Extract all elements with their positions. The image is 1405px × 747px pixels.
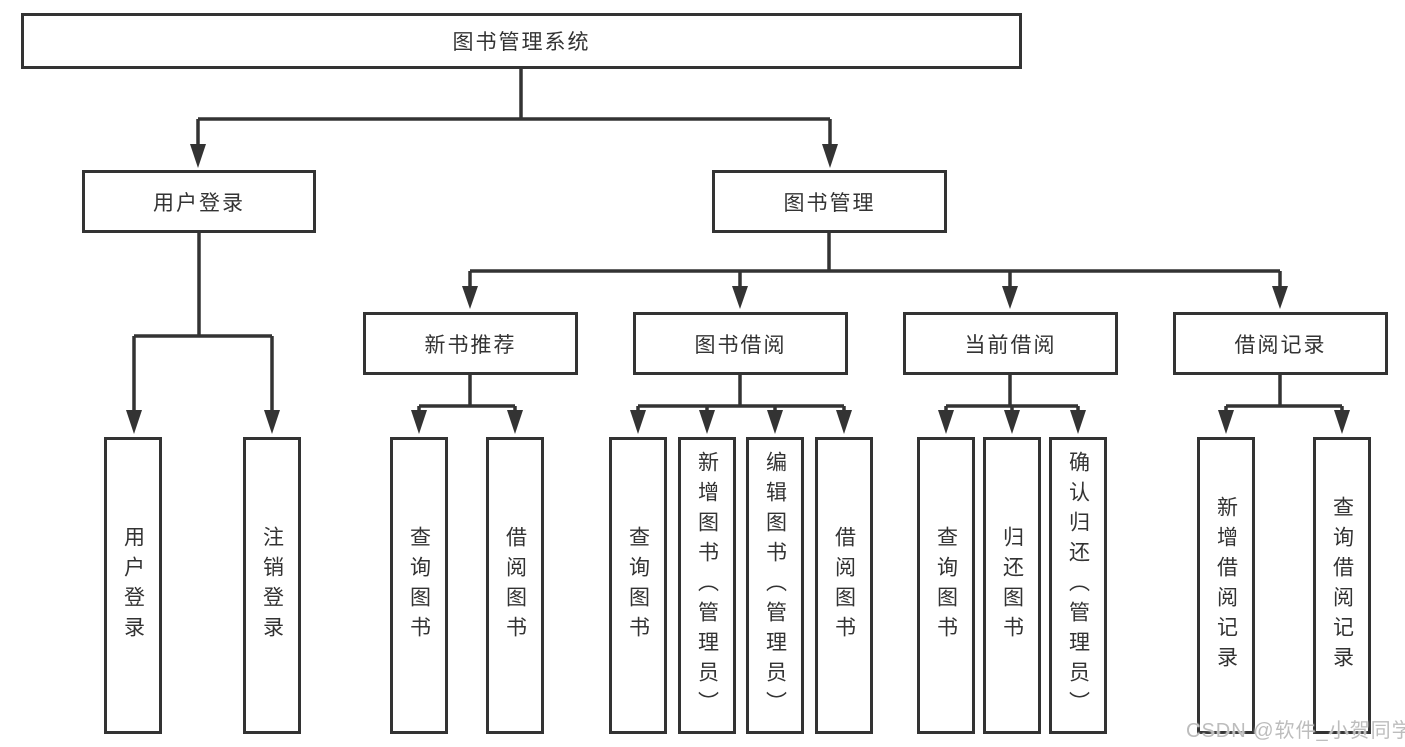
- leaf-label: 新增图书（管理员）: [695, 450, 719, 721]
- arrowhead: [1218, 410, 1350, 434]
- leaf-label: 借阅图书: [832, 525, 856, 646]
- node-root-library-system: 图书管理系统: [21, 13, 1022, 69]
- arrowhead: [630, 410, 852, 434]
- connector-current-borrow-to-leaves: [938, 373, 1086, 434]
- leaf-query-books-current: 查询图书: [917, 437, 975, 734]
- node-borrow-records: 借阅记录: [1173, 312, 1388, 375]
- connector-book-borrow-to-leaves: [630, 373, 852, 434]
- node-current-borrow: 当前借阅: [903, 312, 1118, 375]
- leaf-user-login: 用户登录: [104, 437, 162, 734]
- leaf-borrow-books: 借阅图书: [815, 437, 873, 734]
- connector-new-book-to-leaves: [411, 373, 523, 434]
- csdn-watermark: CSDN @软件_小贺同学: [1186, 720, 1405, 742]
- connector-book-mgmt-to-level3: [462, 231, 1288, 309]
- leaf-label: 查询图书: [407, 525, 431, 646]
- leaf-add-book-admin: 新增图书（管理员）: [678, 437, 736, 734]
- leaf-label: 查询借阅记录: [1330, 495, 1354, 676]
- node-new-book-recommend: 新书推荐: [363, 312, 578, 375]
- leaf-label: 确认归还（管理员）: [1066, 450, 1090, 721]
- node-book-borrow: 图书借阅: [633, 312, 848, 375]
- leaf-borrow-books-recommend: 借阅图书: [486, 437, 544, 734]
- leaf-label: 新增借阅记录: [1214, 495, 1238, 676]
- leaf-label: 借阅图书: [503, 525, 527, 646]
- leaf-query-borrow-record: 查询借阅记录: [1313, 437, 1371, 734]
- connector-user-login-to-leaves: [126, 231, 280, 434]
- leaf-query-books-borrow: 查询图书: [609, 437, 667, 734]
- leaf-label: 编辑图书（管理员）: [763, 450, 787, 721]
- leaf-label: 归还图书: [1000, 525, 1024, 646]
- leaf-label: 查询图书: [626, 525, 650, 646]
- leaf-confirm-return-admin: 确认归还（管理员）: [1049, 437, 1107, 734]
- arrowhead: [411, 410, 523, 434]
- node-book-management: 图书管理: [712, 170, 947, 233]
- connector-root-to-level2: [190, 67, 838, 168]
- node-user-login: 用户登录: [82, 170, 316, 233]
- leaf-add-borrow-record: 新增借阅记录: [1197, 437, 1255, 734]
- leaf-logout: 注销登录: [243, 437, 301, 734]
- arrowhead: [462, 286, 1288, 309]
- leaf-query-books-recommend: 查询图书: [390, 437, 448, 734]
- leaf-edit-book-admin: 编辑图书（管理员）: [746, 437, 804, 734]
- connector-borrow-records-to-leaves: [1218, 373, 1350, 434]
- leaf-return-books: 归还图书: [983, 437, 1041, 734]
- leaf-label: 注销登录: [260, 525, 284, 646]
- arrowhead: [938, 410, 1086, 434]
- leaf-label: 查询图书: [934, 525, 958, 646]
- arrowhead: [190, 144, 838, 168]
- leaf-label: 用户登录: [121, 525, 145, 646]
- arrowhead: [126, 410, 280, 434]
